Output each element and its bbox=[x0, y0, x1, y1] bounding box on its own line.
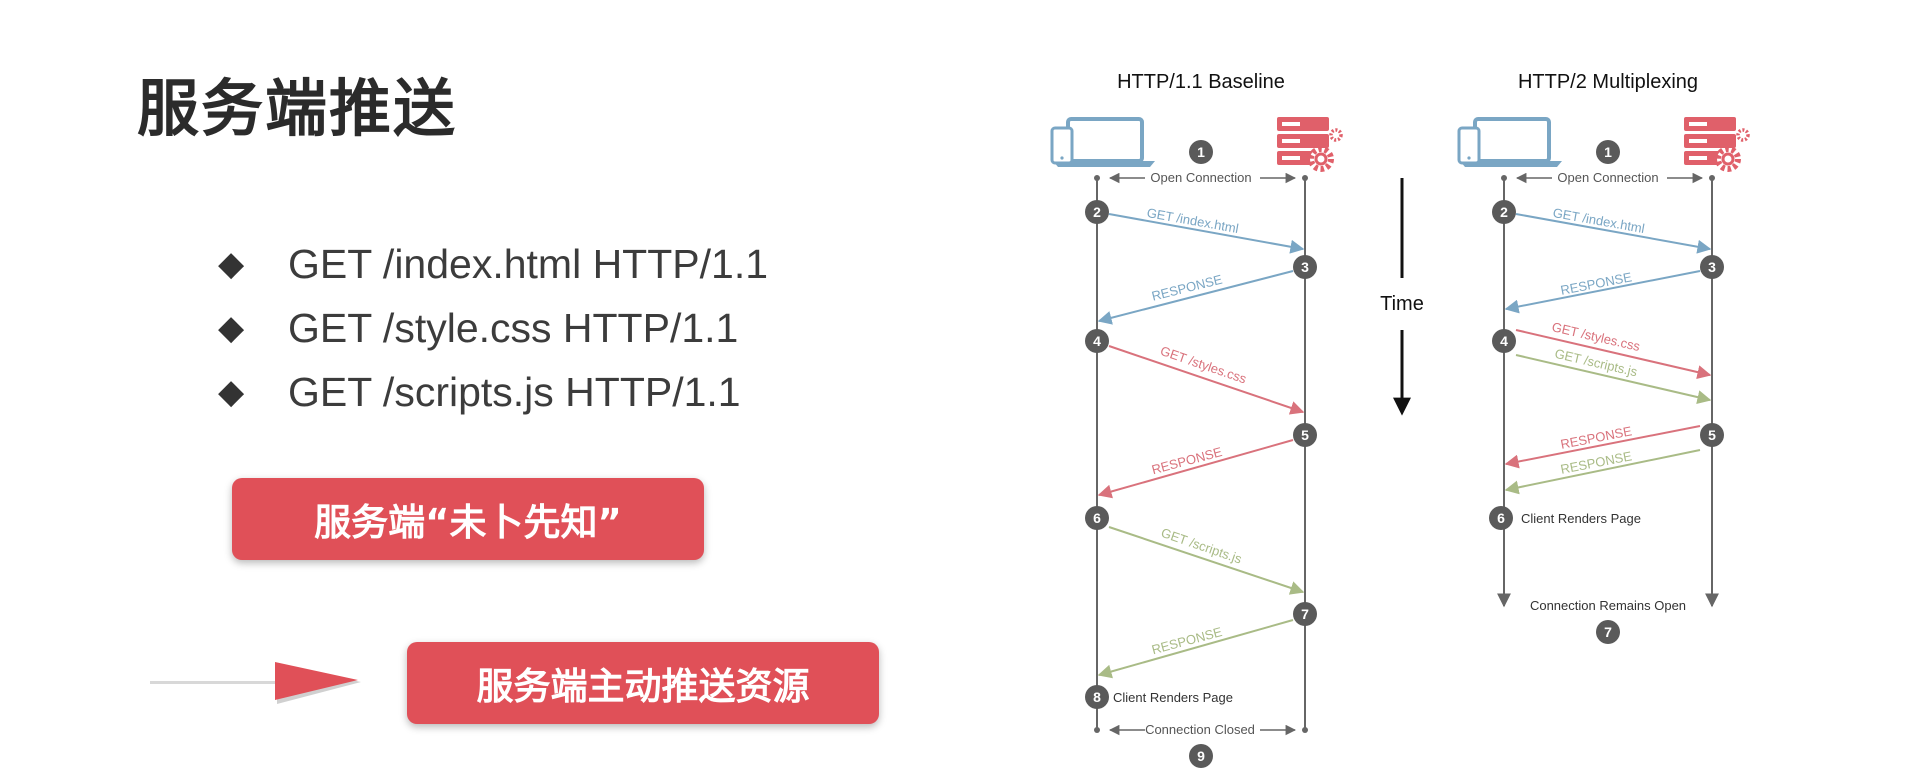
diamond-bullet-icon: ◆ bbox=[218, 245, 245, 283]
multiplexing-title: HTTP/2 Multiplexing bbox=[1518, 71, 1698, 93]
client-renders-label: Client Renders Page bbox=[1113, 690, 1233, 705]
step-number: 7 bbox=[1301, 606, 1309, 622]
step-number: 4 bbox=[1093, 333, 1101, 349]
step-number: 4 bbox=[1500, 333, 1508, 349]
step-number: 2 bbox=[1093, 204, 1101, 220]
request-arrow bbox=[1108, 213, 1305, 254]
open-connection-label: Open Connection bbox=[1557, 170, 1658, 185]
message-label: GET /index.html bbox=[1146, 205, 1240, 236]
laptop-icon bbox=[1050, 117, 1155, 167]
response-arrow bbox=[1097, 270, 1294, 325]
request-arrow bbox=[1515, 329, 1712, 379]
step-number: 6 bbox=[1497, 510, 1505, 526]
message-label: RESPONSE bbox=[1150, 624, 1224, 657]
step-number: 9 bbox=[1197, 748, 1205, 764]
step-number: 1 bbox=[1604, 144, 1612, 160]
step-number: 3 bbox=[1708, 259, 1716, 275]
response-arrow bbox=[1504, 449, 1701, 495]
callout-server-foresight: 服务端“未卜先知” bbox=[232, 478, 704, 560]
bullet-list: ◆ GET /index.html HTTP/1.1 ◆ GET /style.… bbox=[218, 232, 768, 424]
request-arrow bbox=[1108, 345, 1305, 415]
diamond-bullet-icon: ◆ bbox=[218, 373, 245, 411]
bullet-text: GET /index.html HTTP/1.1 bbox=[288, 240, 769, 287]
message-label: GET /styles.css bbox=[1158, 343, 1249, 387]
step-number: 3 bbox=[1301, 259, 1309, 275]
message-label: RESPONSE bbox=[1150, 444, 1224, 477]
message-label: GET /index.html bbox=[1552, 205, 1646, 236]
message-label: GET /scripts.js bbox=[1159, 525, 1244, 567]
laptop-icon bbox=[1457, 117, 1562, 167]
diamond-bullet-icon: ◆ bbox=[218, 309, 245, 347]
bullet-text: GET /style.css HTTP/1.1 bbox=[288, 304, 739, 351]
callout-server-push: 服务端主动推送资源 bbox=[407, 642, 879, 724]
step-number: 6 bbox=[1093, 510, 1101, 526]
message-label: RESPONSE bbox=[1559, 269, 1633, 298]
server-icon bbox=[1277, 117, 1343, 172]
step-number: 8 bbox=[1093, 689, 1101, 705]
request-arrow bbox=[1515, 213, 1712, 254]
bullet-item: ◆ GET /index.html HTTP/1.1 bbox=[218, 232, 768, 296]
response-arrow bbox=[1097, 619, 1294, 679]
step-number: 2 bbox=[1500, 204, 1508, 220]
server-icon bbox=[1684, 117, 1750, 172]
response-arrow bbox=[1504, 425, 1701, 469]
time-label: Time bbox=[1380, 293, 1424, 315]
bullet-text: GET /scripts.js HTTP/1.1 bbox=[288, 368, 741, 415]
request-arrow bbox=[1515, 354, 1712, 404]
connection-remains-open-label: Connection Remains Open bbox=[1530, 598, 1686, 613]
message-label: RESPONSE bbox=[1559, 448, 1633, 477]
step-number: 5 bbox=[1708, 427, 1716, 443]
connection-closed-label: Connection Closed bbox=[1145, 722, 1255, 737]
bullet-item: ◆ GET /scripts.js HTTP/1.1 bbox=[218, 360, 768, 424]
step-number: 7 bbox=[1604, 624, 1612, 640]
message-label: RESPONSE bbox=[1559, 423, 1633, 452]
slide-title: 服务端推送 bbox=[137, 72, 458, 145]
request-arrow bbox=[1108, 526, 1305, 595]
step-number: 5 bbox=[1301, 427, 1309, 443]
bullet-item: ◆ GET /style.css HTTP/1.1 bbox=[218, 296, 768, 360]
response-arrow bbox=[1504, 270, 1701, 314]
client-renders-label: Client Renders Page bbox=[1521, 511, 1641, 526]
response-arrow bbox=[1097, 439, 1294, 499]
open-connection-label: Open Connection bbox=[1150, 170, 1251, 185]
pointer-arrow-icon bbox=[150, 662, 361, 704]
step-number: 1 bbox=[1197, 144, 1205, 160]
baseline-title: HTTP/1.1 Baseline bbox=[1117, 71, 1285, 93]
